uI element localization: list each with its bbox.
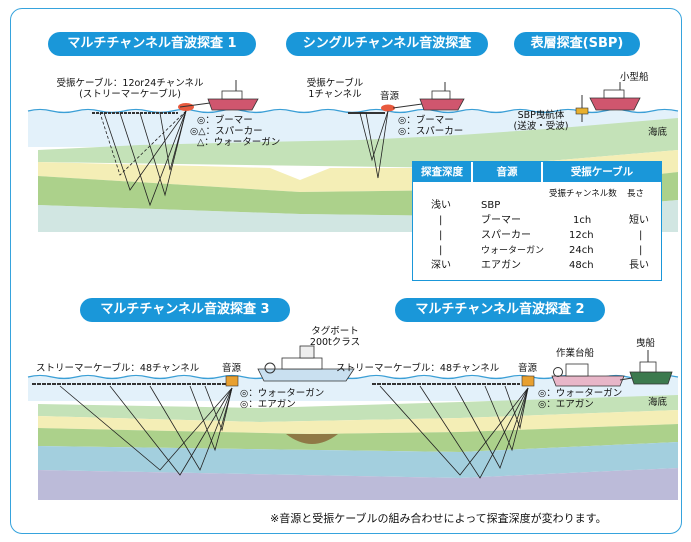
work-barge [551, 363, 625, 387]
seabed-layer-top [38, 118, 678, 168]
tow-ship [629, 350, 673, 385]
source-1: ブーマー [481, 215, 521, 226]
channels-4: 48ch [569, 260, 594, 271]
sbp-towed-body [575, 107, 589, 115]
airgun-source-panel5 [521, 375, 535, 387]
purple-layer-bottom [38, 468, 678, 500]
seabed-layer-bottom [38, 395, 678, 422]
source-4: エアガン [481, 260, 521, 271]
p2-source-2: ◎：スパーカー [398, 126, 464, 137]
depth-2: | [439, 230, 443, 241]
p1-source-1: ◎：ブーマー [197, 115, 253, 126]
footnote: ※音源と受振ケーブルの組み合わせによって探査深度が変わります。 [270, 512, 607, 525]
th-cable: 受振ケーブル [543, 162, 661, 182]
ray-paths-panel2 [359, 110, 389, 179]
p4-source-1: ◎：ウォーターガン [240, 388, 325, 399]
p4-tugboat-label: タグボート 200tクラス [309, 326, 361, 348]
ship-panel1 [207, 80, 259, 111]
p2-source-1: ◎：ブーマー [398, 115, 454, 126]
th-source: 音源 [473, 162, 541, 182]
depth-0: 浅い [431, 200, 451, 211]
length-2: | [639, 230, 643, 241]
p3-seabed-label: 海底 [648, 127, 668, 138]
p5-seabed-label: 海底 [648, 397, 668, 408]
buried-channel [286, 434, 338, 444]
p4-source-label: 音源 [222, 363, 242, 374]
source-2: スパーカー [481, 230, 531, 241]
p3-towed-body-label: SBP曳航体 (送波・受波) [513, 110, 569, 132]
p2-cable-label: 受振ケーブル 1チャンネル [306, 78, 364, 100]
th-depth: 探査深度 [413, 162, 471, 182]
depth-4: 深い [431, 260, 451, 271]
channels-2: 12ch [569, 230, 594, 241]
ray-paths-panel5 [379, 385, 529, 479]
ray-paths-panel4 [59, 385, 233, 476]
p4-source-2: ◎：エアガン [240, 399, 296, 410]
blue-layer-bottom [38, 442, 678, 478]
ray-paths-panel1 [99, 110, 187, 207]
length-1: 短い [629, 215, 649, 226]
depth-3: | [439, 245, 443, 256]
depth-table: 探査深度 音源 受振ケーブル 受振チャンネル数 長さ 浅い | | | 深い S… [412, 161, 662, 281]
title-multichannel-2: マルチチャンネル音波探査 2 [395, 298, 605, 322]
p5-work-barge-label: 作業台船 [556, 348, 595, 359]
p5-source-label: 音源 [518, 363, 538, 374]
source-panel1 [178, 103, 194, 111]
channels-1: 1ch [573, 215, 592, 226]
title-multichannel-3: マルチチャンネル音波探査 3 [80, 298, 290, 322]
th-length: 長さ [627, 189, 645, 199]
depth-1: | [439, 215, 443, 226]
p5-source-1: ◎：ウォーターガン [538, 388, 623, 399]
p1-source-3: △：ウォーターガン [197, 137, 281, 148]
p1-cable-label: 受振ケーブル：12or24チャンネル (ストリーマーケーブル) [56, 78, 204, 100]
th-channels: 受振チャンネル数 [549, 189, 617, 199]
p5-tow-ship-label: 曳船 [636, 338, 656, 349]
tugboat [257, 345, 355, 382]
airgun-source-panel4 [225, 375, 239, 387]
source-0: SBP [481, 200, 501, 211]
p5-source-2: ◎：エアガン [538, 399, 594, 410]
small-ship [589, 82, 641, 111]
ship-panel2 [419, 82, 465, 111]
length-4: 長い [629, 260, 649, 271]
p2-source-label: 音源 [380, 91, 400, 102]
p3-small-ship-label: 小型船 [620, 72, 649, 83]
p5-cable-label: ストリーマーケーブル：48チャンネル [336, 363, 500, 374]
title-sbp: 表層探査(SBP) [514, 32, 640, 56]
title-singlechannel: シングルチャンネル音波探査 [286, 32, 488, 56]
p1-source-2: ◎△：スパーカー [190, 126, 263, 137]
channels-3: 24ch [569, 245, 594, 256]
source-3: ウォーターガン [481, 246, 545, 256]
source-panel2 [381, 104, 395, 112]
title-multichannel-1: マルチチャンネル音波探査 1 [48, 32, 256, 56]
p4-cable-label: ストリーマーケーブル：48チャンネル [36, 363, 200, 374]
length-3: | [639, 245, 643, 256]
